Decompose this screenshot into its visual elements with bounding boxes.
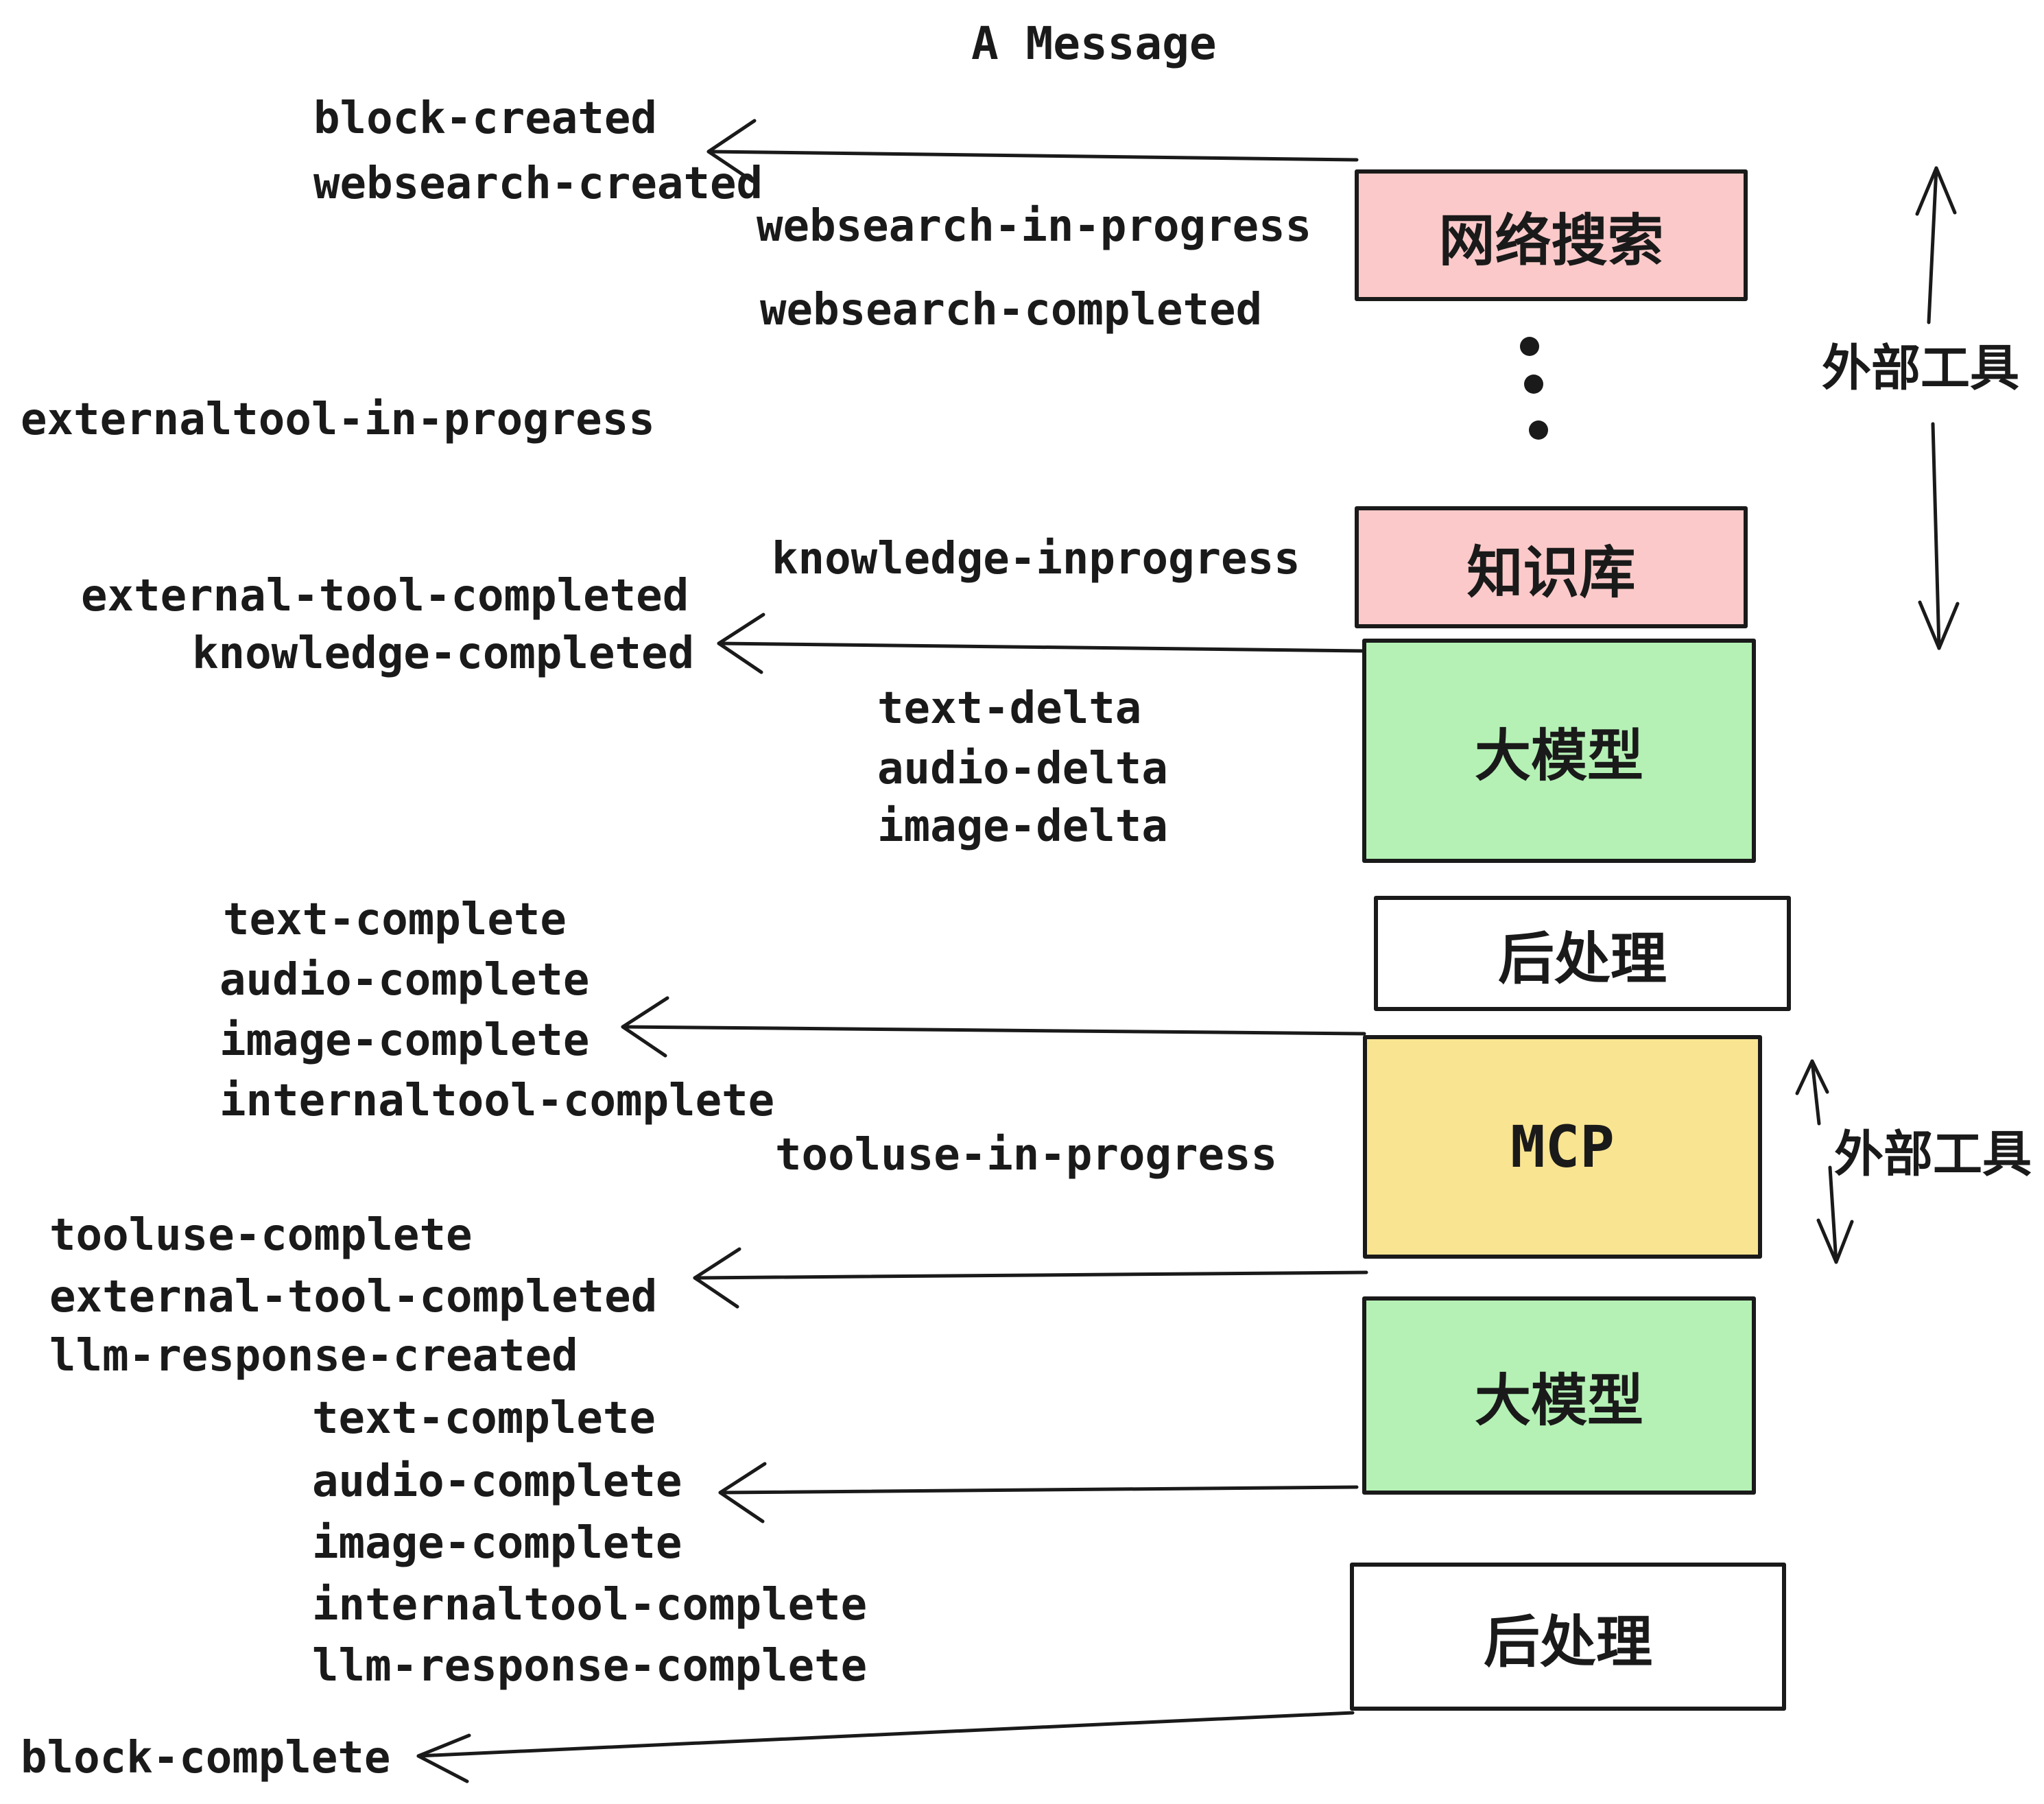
event-label-knowledge-completed: knowledge-completed bbox=[192, 628, 695, 679]
box-mcp-label: MCP bbox=[1510, 1113, 1615, 1180]
event-label-tooluse-in-progress: tooluse-in-progress bbox=[775, 1130, 1278, 1180]
event-label-image-complete-2: image-complete bbox=[312, 1518, 682, 1569]
external-tools-top-down-arrow-icon bbox=[1918, 422, 1960, 650]
external-tools-bottom-down-arrow-icon bbox=[1816, 1165, 1854, 1264]
event-label-text-complete-2: text-complete bbox=[312, 1393, 656, 1444]
box-websearch: 网络搜索 bbox=[1355, 169, 1748, 301]
event-label-websearch-created: websearch-created bbox=[313, 158, 763, 209]
box-llm-1-label: 大模型 bbox=[1474, 725, 1643, 787]
event-label-tooluse-complete: tooluse-complete bbox=[49, 1210, 473, 1261]
event-label-llm-response-created: llm-response-created bbox=[49, 1331, 578, 1381]
box-knowledge: 知识库 bbox=[1355, 506, 1748, 628]
event-label-internaltool-complete-1: internaltool-complete bbox=[219, 1076, 775, 1126]
event-label-external-tool-completed-1: external-tool-completed bbox=[81, 571, 689, 621]
arrow-to-tooluse-complete-icon bbox=[693, 1247, 1368, 1309]
box-mcp: MCP bbox=[1363, 1035, 1762, 1259]
arrow-to-block-complete-icon bbox=[416, 1711, 1355, 1783]
box-postprocess-2: 后处理 bbox=[1350, 1563, 1786, 1711]
box-llm-2: 大模型 bbox=[1362, 1296, 1756, 1495]
event-label-audio-delta-1: audio-delta bbox=[877, 744, 1168, 794]
event-label-block-created: block-created bbox=[313, 93, 657, 144]
event-label-llm-response-complete: llm-response-complete bbox=[312, 1641, 868, 1692]
event-label-externaltool-in-progress: externaltool-in-progress bbox=[21, 394, 655, 445]
event-label-block-complete: block-complete bbox=[21, 1733, 391, 1783]
event-label-websearch-completed: websearch-completed bbox=[760, 285, 1263, 335]
arrow-websearch-to-created-icon bbox=[706, 119, 1359, 183]
external-tools-label-bottom: 外部工具 bbox=[1834, 1127, 2032, 1183]
box-websearch-label: 网络搜索 bbox=[1438, 209, 1664, 272]
event-label-text-complete-1: text-complete bbox=[223, 894, 567, 945]
event-label-audio-complete-1: audio-complete bbox=[219, 955, 590, 1006]
event-label-websearch-in-progress: websearch-in-progress bbox=[757, 201, 1312, 252]
box-postprocess-1-label: 后处理 bbox=[1497, 927, 1667, 990]
box-postprocess-1: 后处理 bbox=[1374, 896, 1791, 1011]
event-label-text-delta-1: text-delta bbox=[877, 683, 1142, 734]
event-label-internaltool-complete-2: internaltool-complete bbox=[312, 1580, 868, 1630]
diagram-title: A Message bbox=[971, 17, 1217, 70]
event-label-image-complete-1: image-complete bbox=[219, 1015, 590, 1066]
box-knowledge-label: 知识库 bbox=[1466, 541, 1636, 604]
box-llm-2-label: 大模型 bbox=[1474, 1370, 1643, 1432]
external-tools-bottom-up-arrow-icon bbox=[1795, 1059, 1829, 1126]
event-label-image-delta-1: image-delta bbox=[877, 801, 1168, 852]
event-label-audio-complete-2: audio-complete bbox=[312, 1456, 682, 1507]
external-tools-top-up-arrow-icon bbox=[1915, 166, 1957, 324]
external-tools-label-top: 外部工具 bbox=[1822, 341, 2020, 396]
arrow-to-internal-complete-icon bbox=[621, 996, 1366, 1058]
box-llm-1: 大模型 bbox=[1362, 639, 1756, 863]
event-label-external-tool-completed-2: external-tool-completed bbox=[49, 1272, 658, 1322]
box-postprocess-2-label: 后处理 bbox=[1483, 1611, 1652, 1674]
arrow-to-audio-complete-icon bbox=[718, 1462, 1359, 1523]
arrow-to-knowledge-completed-icon bbox=[717, 613, 1367, 674]
ellipsis-dots-icon bbox=[1520, 337, 1548, 440]
event-label-knowledge-inprogress: knowledge-inprogress bbox=[772, 534, 1300, 584]
